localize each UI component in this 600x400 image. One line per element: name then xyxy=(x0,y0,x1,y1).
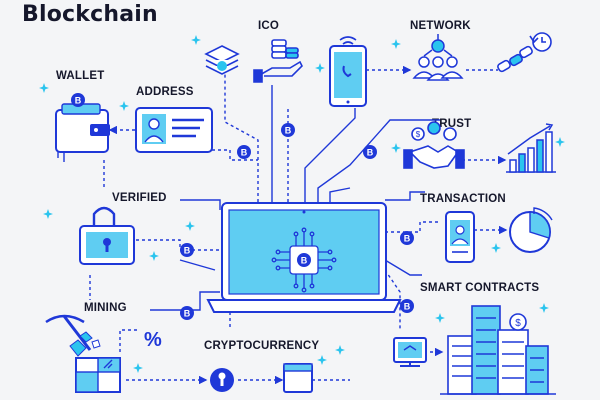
bitcoin-coin-icon: B xyxy=(363,145,377,159)
bitcoin-coin-icon: B xyxy=(400,231,414,245)
svg-text:B: B xyxy=(285,126,292,136)
handshake-icon: $ xyxy=(403,121,465,169)
growth-chart-icon xyxy=(506,123,556,173)
label-smart-contracts: SMART CONTRACTS xyxy=(420,282,540,294)
pie-chart-icon xyxy=(509,207,553,253)
computer-icon xyxy=(393,337,427,367)
bitcoin-coin-icon: B xyxy=(400,299,414,313)
svg-text:B: B xyxy=(184,309,191,319)
label-cryptocurrency: CRYPTOCURRENCY xyxy=(204,340,320,352)
label-network: NETWORK xyxy=(410,20,471,32)
label-transaction: TRANSACTION xyxy=(420,193,506,205)
wallet-icon: B xyxy=(55,93,110,162)
svg-text:$: $ xyxy=(515,318,521,329)
phone-profile-icon xyxy=(445,211,475,263)
city-buildings-icon: $ xyxy=(440,305,556,395)
svg-text:B: B xyxy=(184,246,191,256)
percent-icon: % xyxy=(144,329,162,351)
layers-coin-icon xyxy=(204,45,240,75)
coin-badges: B B B B B B B xyxy=(180,123,414,320)
svg-text:B: B xyxy=(367,148,374,158)
bitcoin-coin-icon: B xyxy=(180,306,194,320)
id-card-icon xyxy=(135,107,213,153)
label-verified: VERIFIED xyxy=(112,192,167,204)
people-network-icon xyxy=(412,34,464,81)
laptop-chip-icon: B xyxy=(206,202,402,313)
label-trust: TRUST xyxy=(432,118,472,130)
svg-text:B: B xyxy=(404,302,411,312)
smartphone-icon xyxy=(329,36,367,107)
browser-icon xyxy=(283,363,313,393)
svg-text:B: B xyxy=(75,96,82,106)
page-title: Blockchain xyxy=(22,2,158,27)
bitcoin-key-icon xyxy=(210,368,234,392)
coins-hand-icon xyxy=(253,39,303,83)
bitcoin-coin-icon: B xyxy=(237,145,251,159)
pickaxe-icon xyxy=(45,314,101,357)
bitcoin-coin-icon: B xyxy=(180,243,194,257)
svg-text:B: B xyxy=(301,256,308,266)
label-ico: ICO xyxy=(258,20,280,32)
label-mining: MINING xyxy=(84,302,127,314)
bitcoin-coin-icon: B xyxy=(281,123,295,137)
svg-text:B: B xyxy=(404,234,411,244)
label-address: ADDRESS xyxy=(136,86,194,98)
block-stack-icon xyxy=(75,357,121,393)
svg-text:B: B xyxy=(241,148,248,158)
padlock-icon xyxy=(79,206,135,265)
svg-text:$: $ xyxy=(416,130,421,139)
label-wallet: WALLET xyxy=(56,70,105,82)
chain-clock-icon xyxy=(497,32,552,73)
